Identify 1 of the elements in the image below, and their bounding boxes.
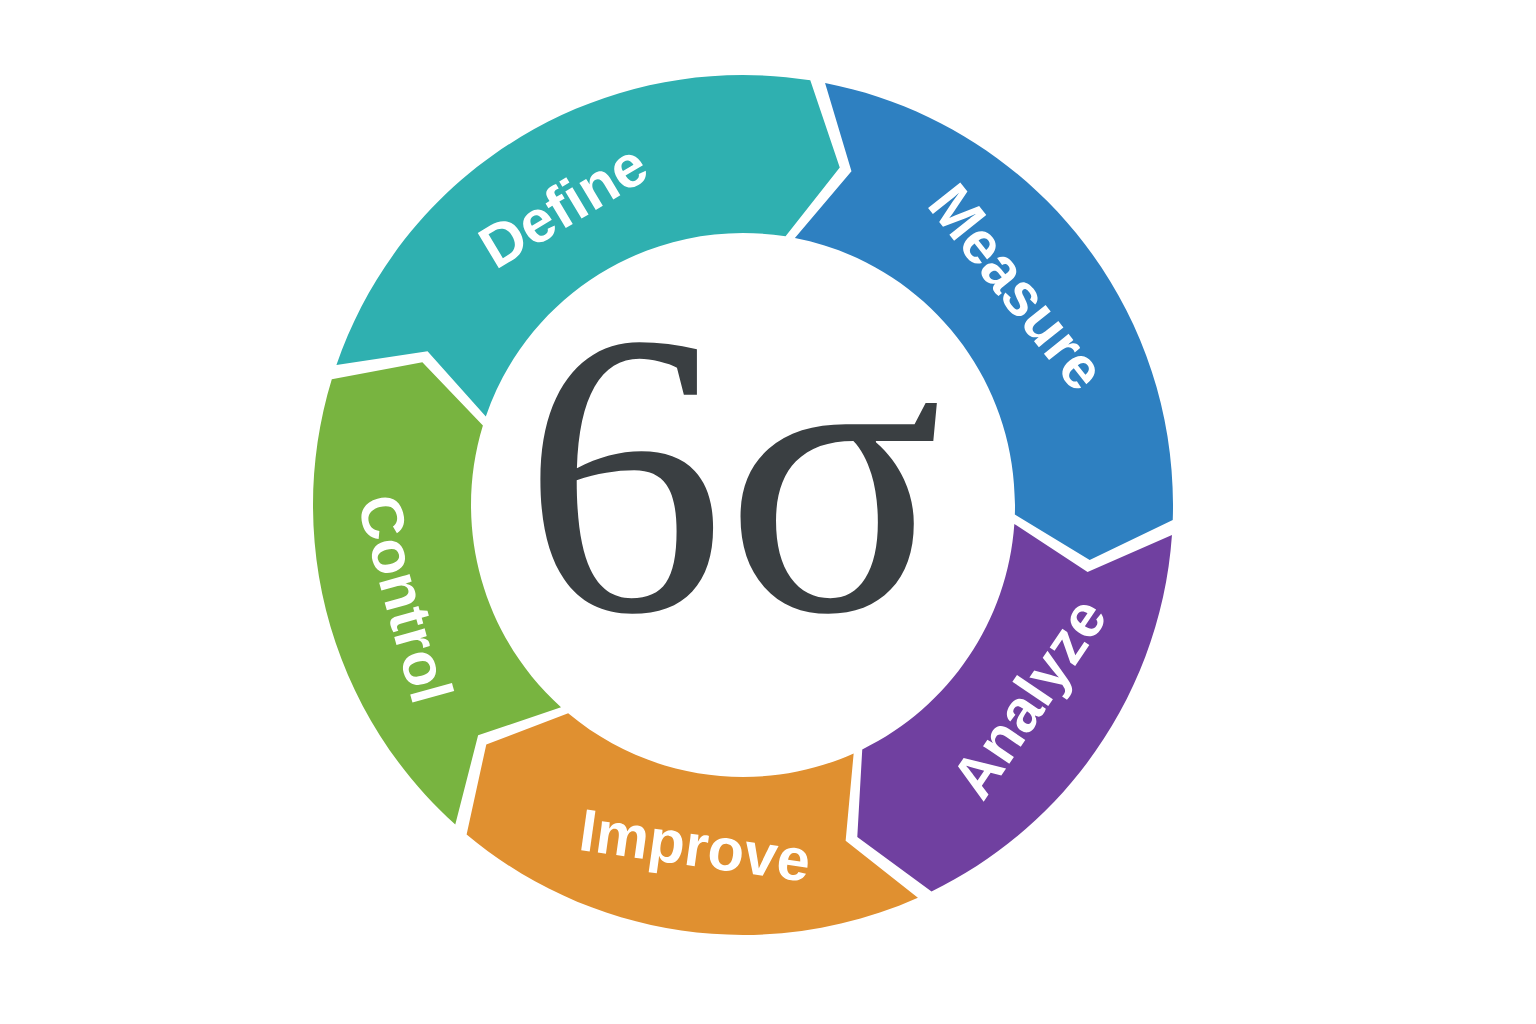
arrow-segment: Improve bbox=[466, 713, 918, 935]
